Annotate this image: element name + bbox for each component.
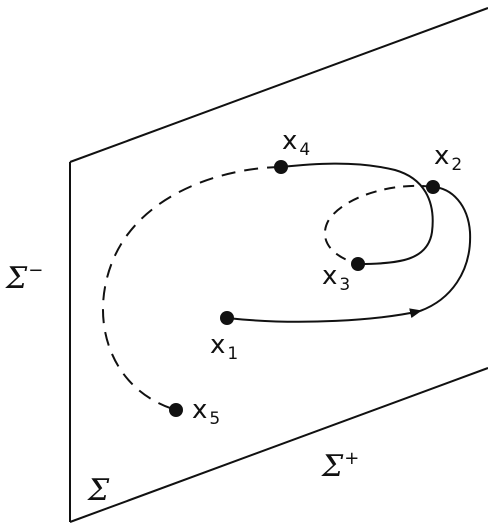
label-sigma-plane: Σ bbox=[87, 473, 110, 508]
label-sigma-minus: Σ− bbox=[5, 260, 43, 296]
point-x2 bbox=[426, 180, 440, 194]
label-sigma-minus-main: Σ bbox=[5, 261, 28, 296]
label-x3-sub: 3 bbox=[339, 275, 350, 295]
label-sigma-minus-sup: − bbox=[28, 260, 43, 281]
label-x5-sub: 5 bbox=[209, 409, 220, 429]
trajectory-x2-to-x3 bbox=[324, 184, 434, 265]
label-x4-sub: 4 bbox=[299, 140, 310, 160]
label-x2-sub: 2 bbox=[451, 155, 462, 175]
point-x4 bbox=[274, 160, 288, 174]
point-x3 bbox=[351, 257, 365, 271]
label-x2-main: x bbox=[434, 141, 449, 171]
label-sigma-plus-sup: + bbox=[344, 448, 359, 469]
trajectory-x3-to-x4 bbox=[280, 162, 434, 265]
label-sigma-plus-main: Σ bbox=[321, 449, 344, 484]
label-sigma-plus: Σ+ bbox=[321, 448, 359, 484]
label-x1-sub: 1 bbox=[227, 344, 238, 364]
trajectory-x1-to-x2-arrow bbox=[226, 308, 422, 323]
plane-top-edge bbox=[69, 7, 488, 163]
point-x5 bbox=[169, 403, 183, 417]
label-x5-main: x bbox=[192, 395, 207, 425]
trajectory-x1-to-x2 bbox=[419, 186, 472, 312]
label-x3-main: x bbox=[322, 261, 337, 291]
point-x1 bbox=[220, 311, 234, 325]
plane-bottom-edge bbox=[69, 367, 488, 523]
trajectory-x4-to-x5 bbox=[101, 166, 282, 411]
label-x4-main: x bbox=[282, 126, 297, 156]
label-x1-main: x bbox=[210, 330, 225, 360]
